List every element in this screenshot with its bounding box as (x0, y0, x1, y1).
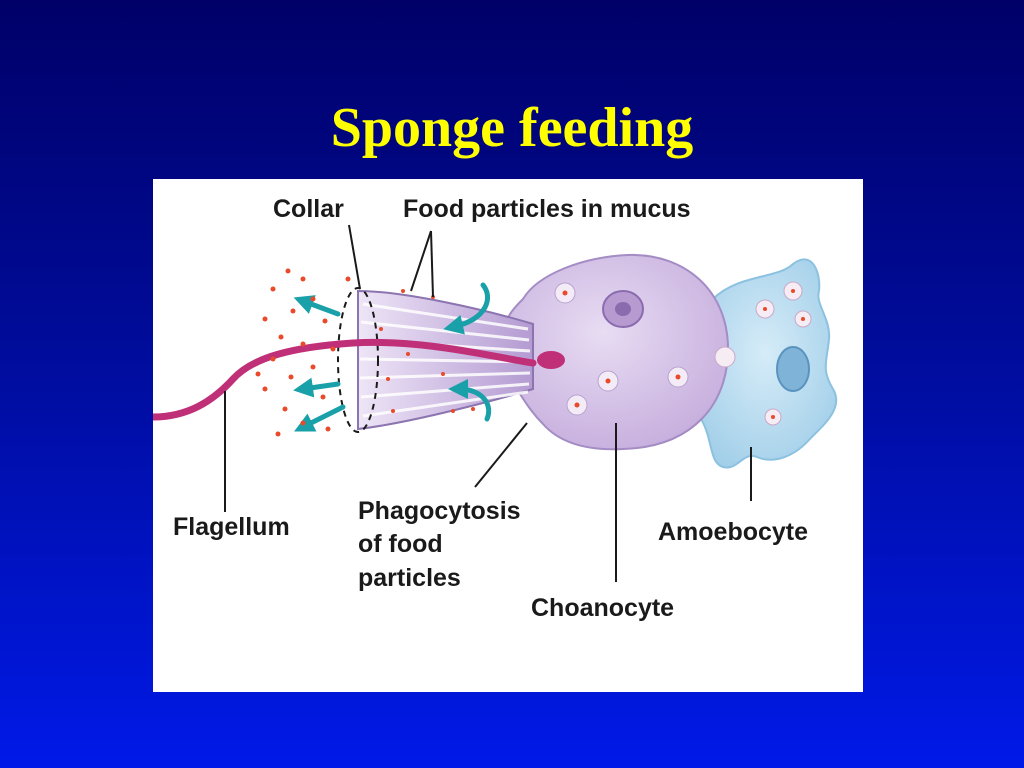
label-collar: Collar (273, 195, 344, 223)
phagocytosis-vacuole (715, 347, 735, 367)
label-phagocytosis-line3: particles (358, 564, 461, 592)
label-choanocyte: Choanocyte (531, 594, 674, 622)
label-phagocytosis-line1: Phagocytosis (358, 497, 521, 525)
choanocyte-diagram: Collar Food particles in mucus Flagellum… (153, 179, 863, 692)
diagram-panel: Collar Food particles in mucus Flagellum… (153, 179, 863, 692)
label-flagellum: Flagellum (173, 513, 290, 541)
slide-title: Sponge feeding (0, 98, 1024, 160)
amoebocyte-nucleus (777, 347, 809, 391)
label-amoebocyte: Amoebocyte (658, 518, 808, 546)
label-phagocytosis-line2: of food (358, 530, 443, 558)
label-food-particles: Food particles in mucus (403, 195, 691, 223)
choanocyte-cell-body (501, 255, 728, 449)
flagellum-base (537, 351, 565, 369)
